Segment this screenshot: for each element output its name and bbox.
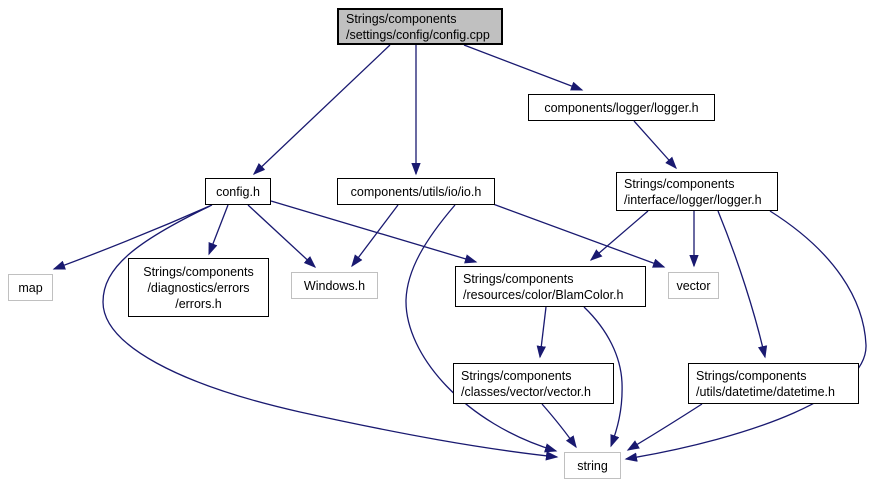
- node-errors-h[interactable]: Strings/components /diagnostics/errors /…: [128, 258, 269, 317]
- node-string: string: [564, 452, 621, 479]
- edge-blamcolorh-vectorh: [536, 306, 547, 359]
- edge-configh-errorsh: [208, 204, 229, 256]
- node-datetime-h-line2: /utils/datetime/datetime.h: [696, 384, 835, 399]
- edge-configcpp-loggerh: [463, 44, 584, 91]
- node-errors-h-line3: /errors.h: [175, 296, 222, 311]
- node-blamcolor-h-line2: /resources/color/BlamColor.h: [463, 287, 624, 302]
- edge-ioh-vector: [492, 203, 666, 268]
- edge-interface-datetimeh: [717, 210, 768, 359]
- node-windows-h-label: Windows.h: [303, 278, 366, 293]
- node-config-h[interactable]: config.h: [205, 178, 271, 205]
- edge-interface-blamcolorh: [589, 210, 649, 261]
- node-datetime-h[interactable]: Strings/components /utils/datetime/datet…: [688, 363, 859, 404]
- edge-loggerh-interface: [633, 120, 677, 170]
- node-errors-h-line2: /diagnostics/errors: [147, 280, 250, 295]
- node-interface-logger-h[interactable]: Strings/components /interface/logger/log…: [616, 172, 778, 211]
- node-datetime-h-line1: Strings/components: [696, 368, 807, 383]
- node-interface-logger-h-line1: Strings/components: [624, 176, 735, 191]
- edge-datetimeh-string: [626, 403, 703, 451]
- node-vector-label: vector: [676, 278, 711, 293]
- edge-configh-string: [102, 205, 559, 461]
- edge-configh-blamcolorh: [270, 200, 478, 264]
- edge-configh-windowsh: [247, 204, 317, 268]
- node-map: map: [8, 274, 53, 301]
- node-config-cpp-line2: /settings/config/config.cpp: [346, 27, 490, 42]
- edge-configh-map: [52, 204, 213, 270]
- node-config-h-label: config.h: [216, 184, 260, 199]
- node-blamcolor-h[interactable]: Strings/components /resources/color/Blam…: [455, 266, 646, 307]
- node-io-h-label: components/utils/io/io.h: [350, 184, 482, 199]
- node-config-cpp-line1: Strings/components: [346, 11, 457, 26]
- node-blamcolor-h-line1: Strings/components: [463, 271, 574, 286]
- edge-configcpp-configh: [252, 44, 391, 175]
- node-windows-h: Windows.h: [291, 272, 378, 299]
- node-vector-h-line2: /classes/vector/vector.h: [461, 384, 591, 399]
- node-components-logger-h[interactable]: components/logger/logger.h: [528, 94, 715, 121]
- edge-ioh-string: [405, 204, 558, 453]
- node-vector: vector: [668, 272, 719, 299]
- edge-ioh-windowsh: [351, 204, 399, 268]
- edge-vectorh-string: [541, 403, 577, 449]
- node-vector-h-line1: Strings/components: [461, 368, 572, 383]
- node-io-h[interactable]: components/utils/io/io.h: [337, 178, 495, 205]
- node-config-cpp: Strings/components /settings/config/conf…: [337, 8, 503, 45]
- node-vector-h[interactable]: Strings/components /classes/vector/vecto…: [453, 363, 614, 404]
- node-components-logger-h-label: components/logger/logger.h: [544, 100, 699, 115]
- node-errors-h-line1: Strings/components: [143, 264, 254, 279]
- edge-blamcolorh-string: [583, 306, 623, 448]
- edge-interface-string: [624, 210, 867, 462]
- node-string-label: string: [577, 458, 608, 473]
- node-map-label: map: [18, 280, 43, 295]
- node-interface-logger-h-line2: /interface/logger/logger.h: [624, 192, 762, 207]
